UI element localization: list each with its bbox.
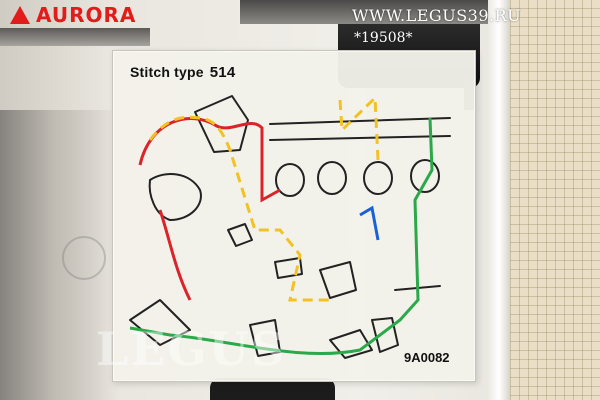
sticker-title: Stitch type 514 (130, 64, 235, 81)
top-metal-part (240, 0, 490, 24)
looper-right-b (371, 317, 399, 353)
logo-triangle-icon (10, 6, 30, 24)
top-left-metal-part (0, 28, 150, 46)
red-thread (138, 117, 281, 203)
sticker-title-text: Stitch type (130, 64, 204, 80)
guide-small-3 (319, 261, 357, 299)
red-thread-needle (158, 209, 192, 301)
brand-logo: AURORA (10, 3, 137, 27)
part-code-label: 9A0082 (404, 350, 450, 365)
textured-panel (510, 0, 600, 400)
round-mark (62, 236, 106, 280)
stitch-number: 514 (209, 64, 236, 81)
guide-small-1 (227, 223, 253, 247)
yellow-thread-top (338, 94, 380, 161)
diagram-outlines (129, 95, 451, 359)
tension-disc-4 (410, 159, 440, 193)
green-thread (129, 117, 434, 356)
looper-left (129, 299, 191, 346)
thread-guide-top (194, 95, 249, 153)
bottom-black-part (210, 378, 335, 400)
tension-disc-3 (363, 161, 393, 195)
guide-bar-lower (269, 135, 451, 141)
tension-disc-1 (275, 163, 305, 197)
site-watermark: WWW.LEGUS39.RU (352, 6, 522, 25)
blue-thread (359, 205, 380, 241)
tension-disc-2 (317, 161, 347, 195)
tension-left (148, 173, 202, 221)
guide-bar (269, 117, 451, 125)
item-code-watermark: *19508* (354, 30, 413, 46)
logo-text: AURORA (36, 3, 137, 27)
guide-small-2 (274, 257, 303, 279)
cover-edge (488, 0, 510, 400)
brand-watermark-overlay: LEGUS (96, 322, 287, 376)
yellow-thread (148, 115, 330, 302)
